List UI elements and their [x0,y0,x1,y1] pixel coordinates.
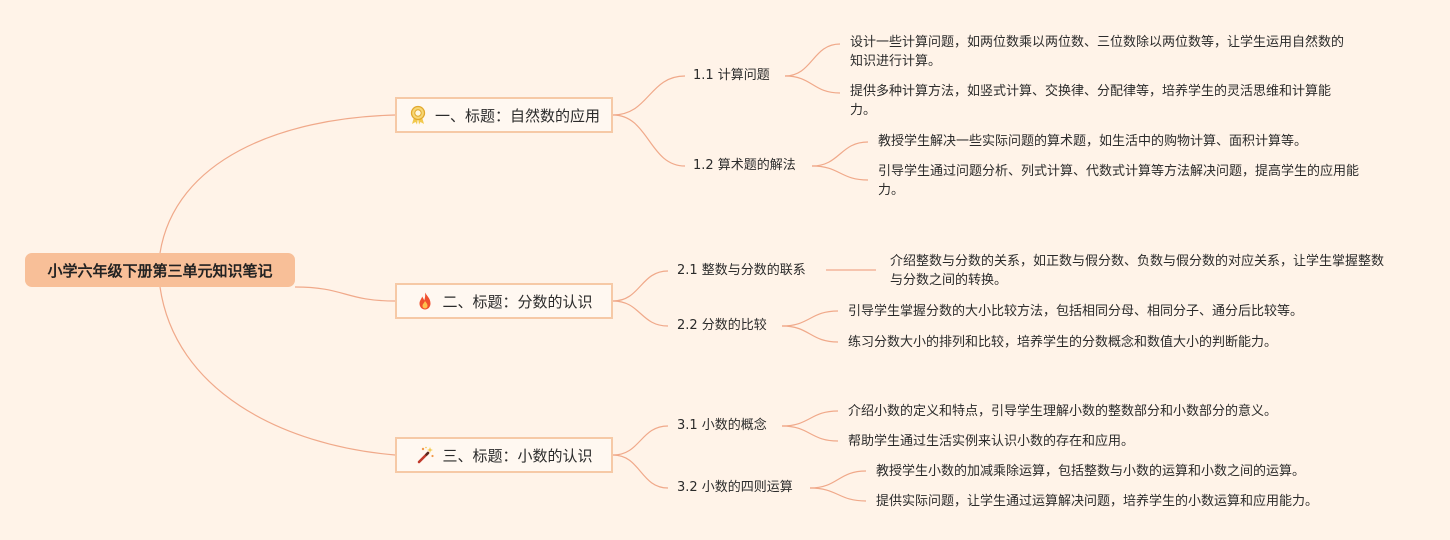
leaf-3-2-b[interactable]: 提供实际问题，让学生通过运算解决问题，培养学生的小数运算和应用能力。 [876,494,1319,509]
link-sub31-leaf-b [781,425,839,442]
leaf-2-2-b[interactable]: 练习分数大小的排列和比较，培养学生的分数概念和数值大小的判断能力。 [848,335,1278,350]
subtopic-3-1[interactable]: 3.1 小数的概念 [677,418,767,433]
link-branch2-sub2 [612,300,669,327]
link-branch1-sub1 [612,75,686,116]
subtopic-1-2[interactable]: 1.2 算术题的解法 [693,158,796,173]
link-sub12-leaf-a [811,141,869,167]
fire-icon [415,291,435,311]
subtopic-3-2[interactable]: 3.2 小数的四则运算 [677,480,793,495]
leaf-2-2-a[interactable]: 引导学生掌握分数的大小比较方法，包括相同分母、相同分子、通分后比较等。 [848,304,1304,319]
root-topic[interactable]: 小学六年级下册第三单元知识笔记 [25,253,295,287]
link-sub32-leaf-b [809,487,867,502]
leaf-1-1-b[interactable]: 提供多种计算方法，如竖式计算、交换律、分配律等，培养学生的灵活思维和计算能力。 [850,84,1332,118]
link-sub12-leaf-b [811,165,869,181]
branch-title: 二、标题：分数的认识 [442,292,593,311]
branch-decimals[interactable]: 三、标题：小数的认识 [395,437,613,473]
link-branch2-sub1 [612,270,669,302]
link-sub22-leaf-a [781,310,839,327]
branch-fractions[interactable]: 二、标题：分数的认识 [395,283,613,319]
link-sub32-leaf-a [809,470,867,489]
subtopic-2-1[interactable]: 2.1 整数与分数的联系 [677,263,806,278]
link-root-branch-1 [159,114,396,254]
link-branch3-sub1 [612,425,669,456]
subtopic-2-2[interactable]: 2.2 分数的比较 [677,318,767,333]
link-sub11-leaf-b [784,75,841,94]
branch-title: 三、标题：小数的认识 [442,446,593,465]
leaf-3-2-a[interactable]: 教授学生小数的加减乘除运算，包括整数与小数的运算和小数之间的运算。 [876,464,1306,479]
leaf-1-2-b[interactable]: 引导学生通过问题分析、列式计算、代数式计算等方法解决问题，提高学生的应用能力。 [878,164,1360,198]
branch-title: 一、标题：自然数的应用 [434,106,600,125]
link-root-branch-3 [159,286,396,456]
link-sub11-leaf-a [784,43,841,77]
link-sub22-leaf-b [781,325,839,343]
leaf-2-1-a[interactable]: 介绍整数与分数的关系，如正数与假分数、负数与假分数的对应关系，让学生掌握整数与分… [890,254,1385,288]
award-ribbon-icon [408,105,428,125]
leaf-1-2-a[interactable]: 教授学生解决一些实际问题的算术题，如生活中的购物计算、面积计算等。 [878,134,1308,149]
link-branch3-sub2 [612,454,669,489]
leaf-3-1-a[interactable]: 介绍小数的定义和特点，引导学生理解小数的整数部分和小数部分的意义。 [848,404,1278,419]
subtopic-1-1[interactable]: 1.1 计算问题 [693,68,770,83]
magic-wand-icon [415,445,435,465]
link-root-branch-2 [294,286,396,302]
branch-natural-numbers[interactable]: 一、标题：自然数的应用 [395,97,613,133]
leaf-1-1-a[interactable]: 设计一些计算问题，如两位数乘以两位数、三位数除以两位数等，让学生运用自然数的知识… [850,35,1345,69]
link-branch1-sub2 [612,114,686,167]
leaf-3-1-b[interactable]: 帮助学生通过生活实例来认识小数的存在和应用。 [848,434,1135,449]
link-sub31-leaf-a [781,410,839,427]
